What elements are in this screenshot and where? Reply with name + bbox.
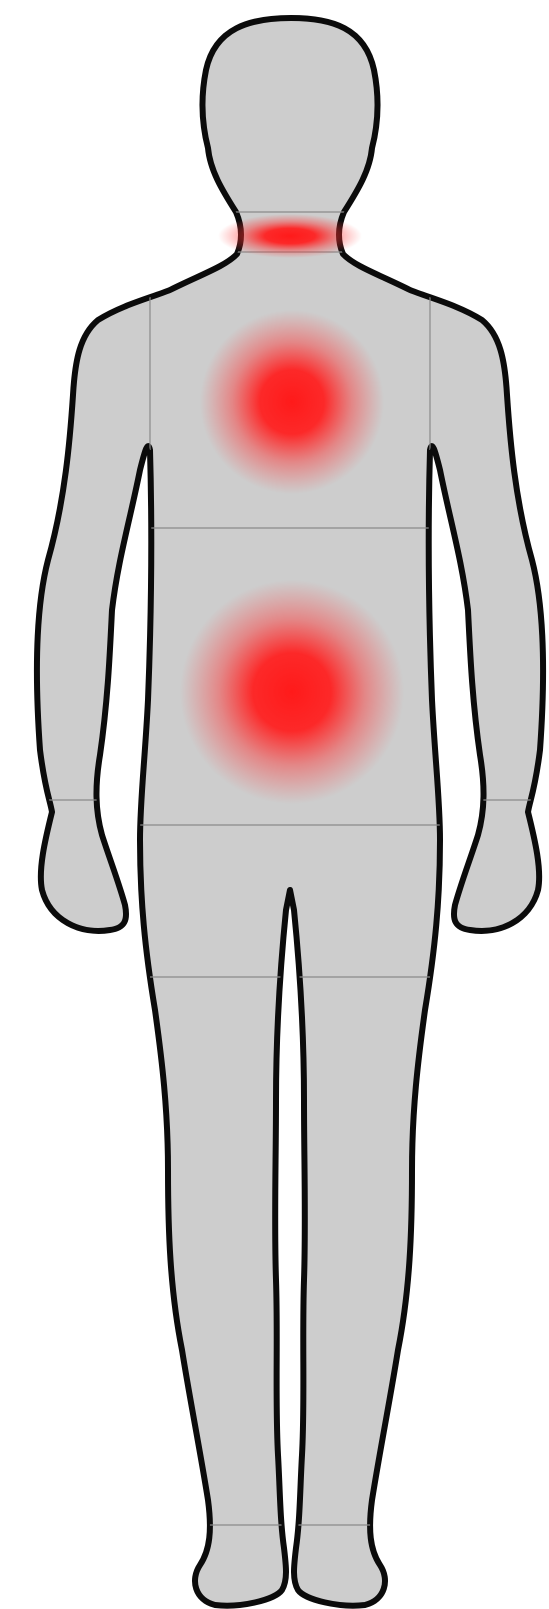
pain-hotspot-neck [218,214,362,258]
pain-hotspot-lower-back [180,580,404,804]
pain-hotspot-upper-back [200,310,384,494]
